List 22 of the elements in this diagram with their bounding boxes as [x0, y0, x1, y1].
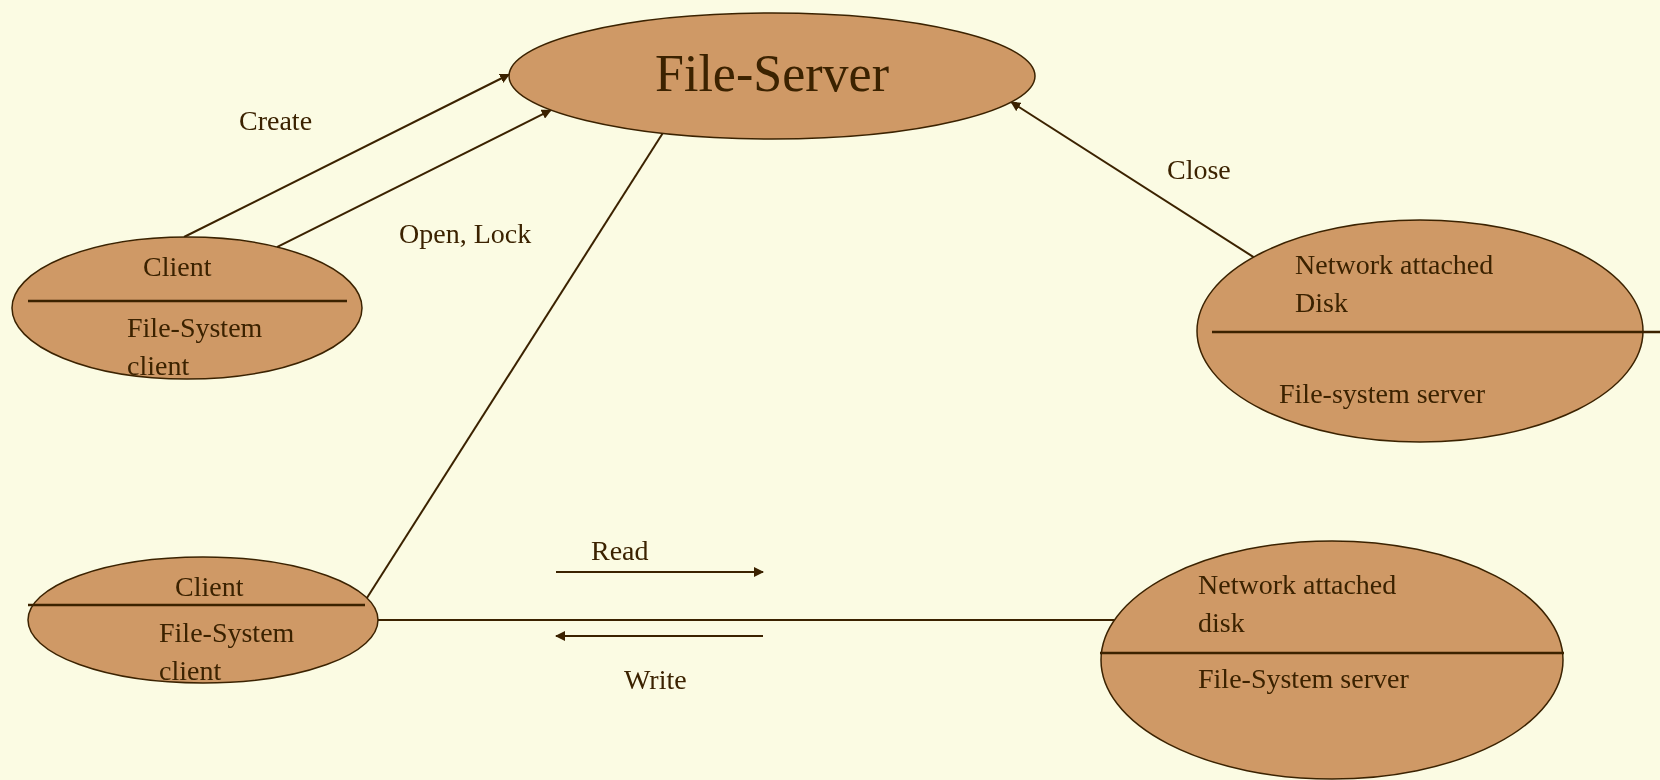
- node-text: File-System client: [159, 616, 296, 688]
- ellipse-node: [11, 236, 363, 380]
- direction-label: Read: [591, 534, 649, 568]
- node-heading: Client: [143, 250, 212, 284]
- direction-label: Write: [624, 663, 687, 697]
- node-title: File-Server: [654, 44, 890, 104]
- node-text: File-System server: [1198, 662, 1409, 696]
- edge-label: Create: [239, 104, 313, 138]
- arrow: [275, 109, 552, 249]
- edge-label: Open, Lock: [399, 217, 532, 251]
- node-text: File-System client: [127, 311, 264, 383]
- arrow: [1010, 101, 1255, 259]
- ellipse-node: [27, 556, 379, 684]
- ellipse-node: [1100, 540, 1564, 780]
- node-text: File-system server: [1279, 377, 1486, 411]
- edge-label: Close: [1167, 153, 1231, 187]
- node-heading: Network attached disk: [1198, 568, 1398, 640]
- node-heading: Client: [175, 570, 244, 604]
- connector-line: [365, 132, 664, 599]
- ellipse-node: [508, 12, 1036, 140]
- arrow: [183, 73, 511, 238]
- node-heading: Network attached Disk: [1295, 248, 1495, 320]
